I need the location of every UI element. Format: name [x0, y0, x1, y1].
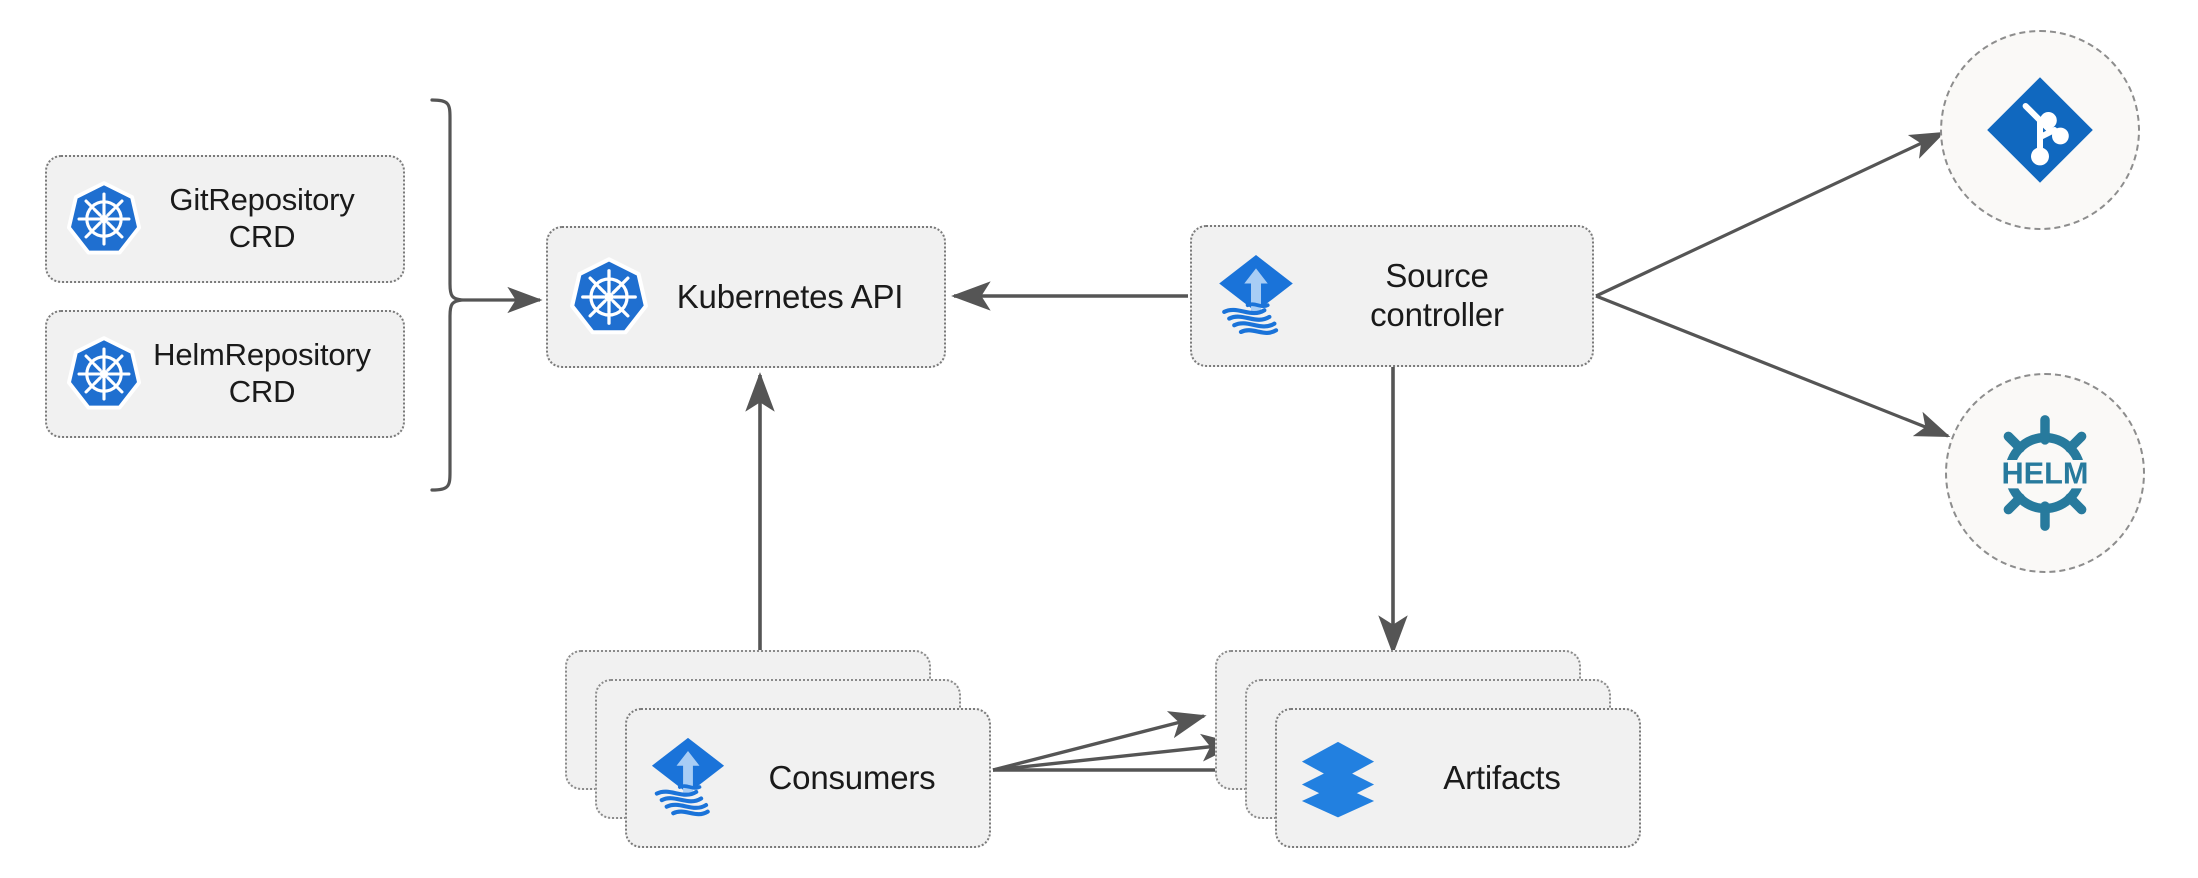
edge-source-controller-to-git: [1595, 131, 1946, 298]
node-label: Kubernetes API: [676, 277, 904, 315]
crd-group-bracket: [430, 98, 464, 492]
edge-consumers-to-artifacts-1: [992, 711, 1207, 772]
node-artifacts[interactable]: Artifacts: [1275, 708, 1641, 848]
edge-source-controller-to-helm: [1595, 294, 1951, 438]
node-label: Source controller: [1370, 257, 1504, 333]
node-helm-repository-crd[interactable]: HelmRepository CRD: [45, 310, 405, 438]
node-label: GitRepository CRD: [169, 182, 355, 254]
flux-source-icon: [1214, 251, 1298, 341]
node-git-provider[interactable]: [1940, 30, 2140, 230]
git-icon: [1980, 70, 2100, 190]
edge-consumers-to-artifacts-2: [992, 733, 1239, 772]
node-consumers[interactable]: Consumers: [625, 708, 991, 848]
node-label: Artifacts: [1443, 758, 1561, 796]
node-label: Consumers: [768, 758, 936, 796]
layers-icon: [1297, 733, 1379, 823]
node-git-repository-crd[interactable]: GitRepository CRD: [45, 155, 405, 283]
node-source-controller[interactable]: Source controller: [1190, 225, 1594, 367]
flux-source-icon: [647, 733, 729, 823]
kubernetes-icon: [65, 180, 143, 258]
node-label: HelmRepository CRD: [153, 337, 371, 409]
kubernetes-icon: [65, 335, 143, 413]
helm-wordmark: HELM: [2001, 456, 2088, 491]
node-kubernetes-api[interactable]: Kubernetes API: [546, 226, 946, 368]
kubernetes-icon: [568, 256, 650, 338]
node-helm-provider[interactable]: HELM: [1945, 373, 2145, 573]
helm-icon: HELM: [1980, 408, 2110, 538]
